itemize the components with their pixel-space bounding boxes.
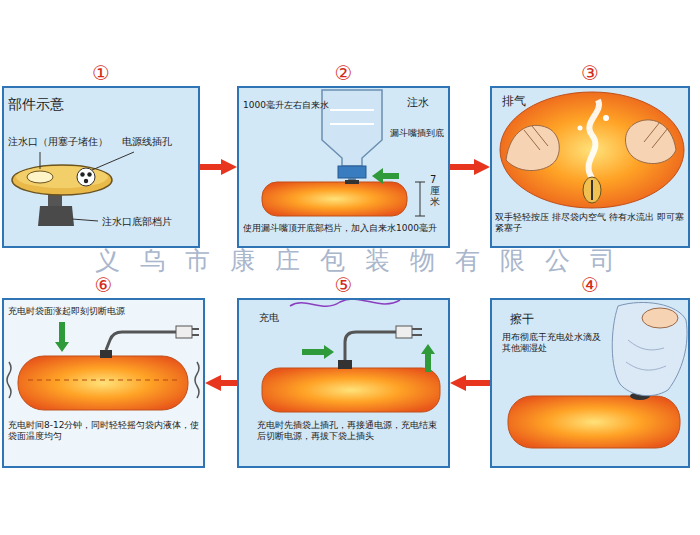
heat-wave [195,362,199,398]
cloth [612,302,687,395]
bottle-ridge [330,123,374,125]
panel-ground [490,86,690,248]
watermark: 义乌市康庄包装物有限公司 [95,247,635,274]
pen-mark [290,299,400,306]
note-text: 1000毫升左右自来水 [243,100,343,111]
leader-line [40,152,41,169]
panel-ground [2,298,205,468]
hot-water-bag [262,368,440,412]
bottle-ridge [330,109,374,111]
step-number: ① [4,62,198,84]
flow-arrow [215,380,237,386]
dimension-tick [415,216,425,217]
step-panel: ①部件示意注水口（用塞子堵住）电源线插孔注水口底部档片 [2,86,200,248]
panel-heading: 部件示意 [8,96,64,113]
bag-port [345,180,359,184]
cloth-fold [626,340,666,370]
instruction-text: 充电时袋面涨起即刻切断电源 [8,306,125,317]
instruction-text: 用布彻底干充电处水滴及其他潮湿处 [502,332,602,354]
bottom-flap [38,206,74,226]
water-drop [603,115,609,121]
step-title: 排气 [502,94,526,108]
stopper [27,171,53,183]
green-arrow [372,168,399,184]
instruction-text: 充电时先插袋上插孔，再接通电源，充电结束后切断电源，再拔下袋上插头 [257,420,442,442]
hot-water-bag [262,182,407,216]
cap-body [12,165,112,195]
part-label: 注水口（用塞子堵住） [8,136,108,147]
socket [77,168,95,186]
step-number: ③ [492,62,688,84]
leader-line [72,219,98,221]
water-bottle [322,90,382,166]
power-plug [176,326,192,338]
swell-line [28,380,178,381]
socket-pin [84,179,88,183]
instruction-text: 使用漏斗嘴顶开底部档片，加入自来水1000毫升 [243,223,448,234]
stopper [583,177,601,203]
left-hand [506,125,559,170]
power-cord [106,332,176,350]
flow-arrow [200,164,227,170]
funnel-cap [338,166,366,178]
dimension-label: 7 厘米 [430,174,440,207]
bag-socket [100,350,112,358]
socket-pin [80,172,84,176]
step-title: 充电 [259,312,279,324]
hot-water-bag [500,92,684,208]
green-arrow [421,344,435,372]
step-number: ⑥ [4,274,203,296]
step-panel: ⑥充电时袋面涨起即刻切断电源充电时间8-12分钟，同时轻轻摇匀袋内液体，使袋面温… [2,298,205,468]
right-hand [626,120,677,164]
flow-arrow [450,164,480,170]
step-title: 擦干 [510,312,534,326]
step-panel: ②注水1000毫升左右自来水漏斗嘴插到底7 厘米使用漏斗嘴顶开底部档片，加入自来… [237,86,450,248]
panel-ground [237,86,450,248]
power-plug [396,326,412,338]
hot-water-bag [18,356,188,410]
panel-ground [490,298,690,468]
plug-prong [412,329,422,335]
step-number: ② [239,62,448,84]
green-arrow [302,345,334,359]
step-panel: ⑤充电充电时先插袋上插孔，再接通电源，充电结束后切断电源，再拔下袋上插头 [237,298,450,468]
dimension-tick [415,182,425,183]
panel-ground [237,298,450,468]
part-label: 注水口底部档片 [102,216,172,227]
stopper-slot [591,180,593,200]
note-text: 漏斗嘴插到底 [390,128,444,139]
hot-water-bag [508,396,680,448]
dimension-line [420,182,421,216]
water-drop [578,126,583,131]
heat-wave [7,362,11,398]
step-panel: ④擦干用布彻底干充电处水滴及其他潮湿处 [490,298,690,468]
hand [642,308,678,328]
finger-line [524,126,548,150]
flow-arrow [460,380,490,386]
step-title: 注水 [407,96,429,109]
water-stream [589,100,600,178]
step-number: ④ [492,274,688,296]
finger-line [644,122,668,148]
instruction-text: 充电时间8-12分钟，同时轻轻摇匀袋内液体，使袋面温度均匀 [8,420,200,442]
bag-socket [338,360,352,369]
plug-prong [192,329,199,335]
green-arrow [55,322,69,352]
socket-pin [87,172,91,176]
leader-line [92,152,134,170]
step-number: ⑤ [239,274,448,296]
part-label: 电源线插孔 [122,136,172,147]
panel-ground [2,86,200,248]
power-cord [345,332,396,360]
step-panel: ③排气双手轻轻按压 排尽袋内空气 待有水流出 即可塞紧塞子 [490,86,690,248]
instruction-text: 双手轻轻按压 排尽袋内空气 待有水流出 即可塞紧塞子 [495,212,685,234]
